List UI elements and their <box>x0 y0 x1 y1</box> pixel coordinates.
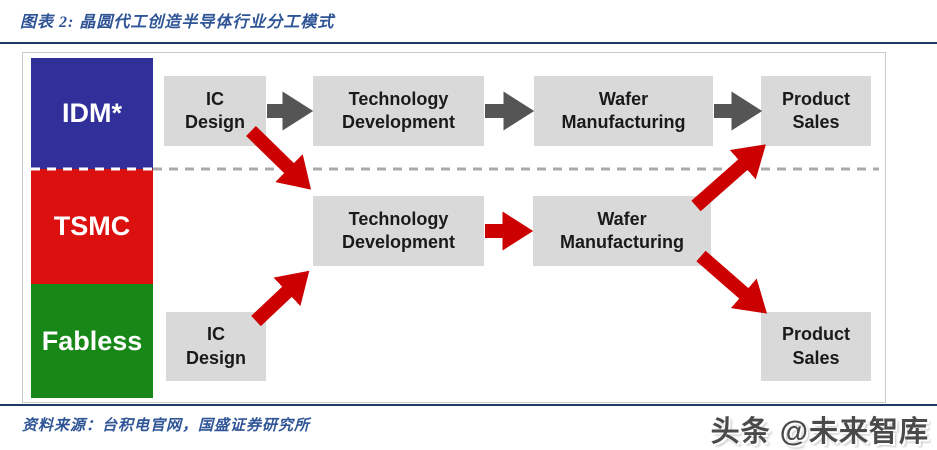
row-label-idm-text: IDM* <box>62 98 122 128</box>
arrow-idm-ic-to-tsmc-td <box>246 125 312 190</box>
box-fabless-ic-design: IC Design <box>166 312 266 381</box>
arrow-tsmc-wm-to-fabless-ps <box>696 250 767 314</box>
row-label-fabless: Fabless <box>31 284 153 398</box>
figure-title: 图表 2: 晶圆代工创造半导体行业分工模式 <box>20 14 335 31</box>
box-idm-technology-development: Technology Development <box>313 76 484 146</box>
row-label-idm: IDM* <box>31 58 153 169</box>
flow-diagram: IDM* TSMC Fabless IC Design Technology D… <box>22 52 886 403</box>
source-note: 资料来源：台积电官网，国盛证券研究所 <box>22 418 311 434</box>
arrow-fabless-ic-to-tsmc-td <box>251 270 310 327</box>
box-idm-product-sales: Product Sales <box>761 76 871 146</box>
box-idm-wafer-manufacturing: Wafer Manufacturing <box>534 76 713 146</box>
arrow-tsmc-wm-to-idm-ps <box>691 144 766 212</box>
box-idm-ic-design: IC Design <box>164 76 266 146</box>
row-label-fabless-text: Fabless <box>41 325 143 356</box>
bottom-rule <box>0 404 937 406</box>
arrow-layer <box>31 91 879 327</box>
box-tsmc-wafer-manufacturing: Wafer Manufacturing <box>533 196 711 266</box>
watermark-toutiao: 头条 @未来智库 <box>710 416 929 448</box>
box-fabless-product-sales: Product Sales <box>761 312 871 381</box>
top-rule <box>0 42 937 44</box>
row-label-tsmc-text: TSMC <box>53 211 131 241</box>
box-tsmc-technology-development: Technology Development <box>313 196 484 266</box>
row-label-tsmc: TSMC <box>31 169 153 284</box>
